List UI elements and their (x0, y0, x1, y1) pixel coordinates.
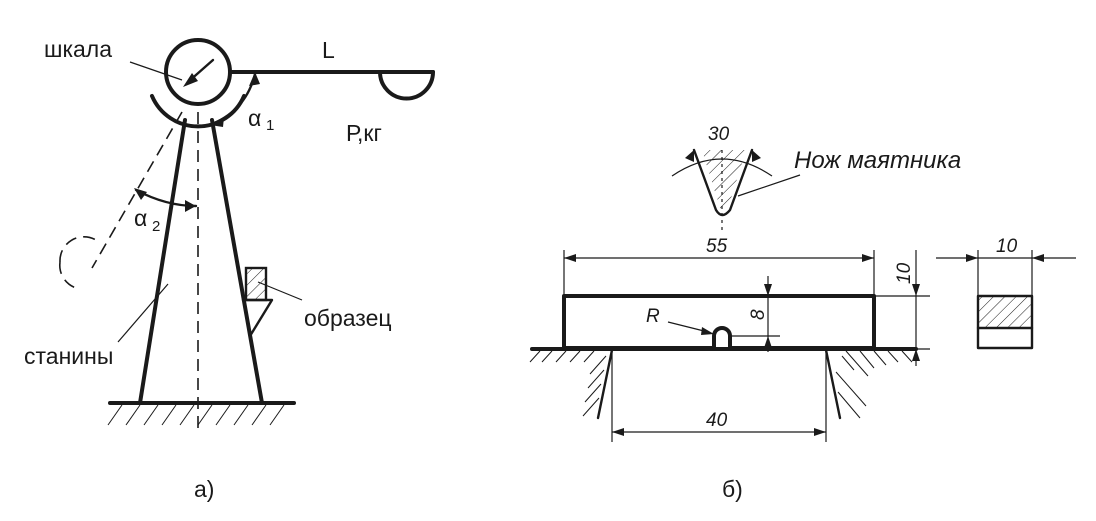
label-scale: шкала (44, 36, 112, 62)
dim-knife-angle: 30 (708, 124, 730, 145)
svg-text:α: α (134, 205, 147, 231)
dim-notch-depth: 8 (730, 276, 780, 352)
ground-a (107, 401, 296, 426)
label-frame: станины (24, 343, 113, 369)
label-alpha2: α 2 (134, 205, 160, 235)
svg-text:2: 2 (152, 218, 160, 235)
svg-text:10: 10 (894, 262, 915, 284)
frame-legs (138, 118, 264, 405)
dim-support-span: 40 (611, 352, 827, 442)
label-alpha1: α 1 (248, 105, 274, 134)
label-specimen: образец (304, 305, 392, 331)
label-length: L (322, 37, 335, 63)
pendulum-bob (378, 70, 435, 101)
specimen-bar (562, 294, 876, 350)
svg-text:1: 1 (266, 117, 274, 134)
part-a-pendulum: шкала L α 1 Р,кг α 2 образец станины а) (24, 36, 435, 502)
svg-text:α: α (248, 105, 261, 131)
caption-b: б) (722, 476, 743, 502)
raised-pendulum-bob (59, 235, 97, 263)
svg-text:55: 55 (706, 236, 728, 257)
specimen-support (241, 298, 274, 338)
svg-text:R: R (646, 306, 660, 327)
ground-b (529, 347, 918, 420)
part-b-specimen: 30 Нож маятника 55 (529, 124, 1076, 502)
raised-pendulum-arm (91, 111, 183, 269)
specimen-cross-section (976, 294, 1034, 350)
svg-text:10: 10 (996, 236, 1018, 257)
label-knife: Нож маятника (794, 147, 961, 174)
svg-text:8: 8 (748, 309, 769, 320)
dim-notch-radius: R (646, 306, 714, 335)
label-weight: Р,кг (346, 120, 382, 146)
caption-a: а) (194, 476, 214, 502)
dim-height: 10 (874, 250, 930, 366)
svg-text:40: 40 (706, 410, 728, 431)
dim-width: 10 (936, 236, 1076, 296)
dim-length-55: 55 (563, 236, 875, 296)
pendulum-knife: 30 Нож маятника (671, 124, 961, 234)
